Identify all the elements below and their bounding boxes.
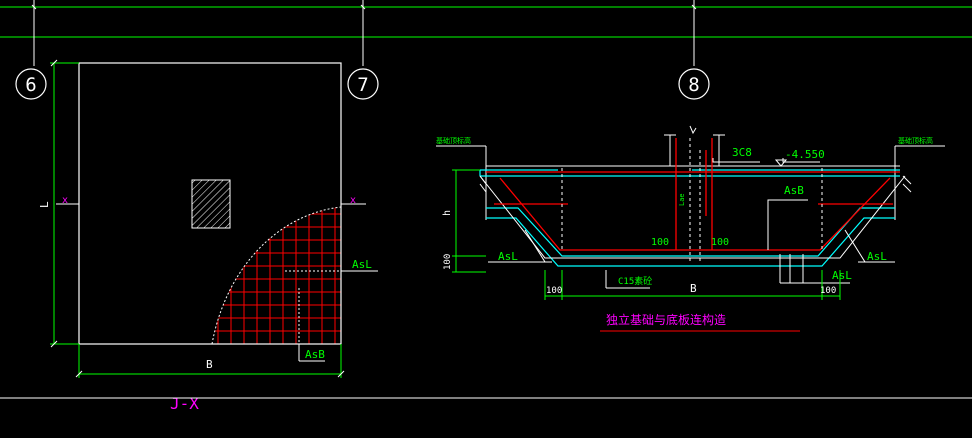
axis-bubble-7: 7	[347, 68, 379, 100]
axis-label-6: 6	[25, 74, 36, 96]
section-dim-100-br: 100	[820, 286, 836, 296]
plan-mark-right: x	[350, 195, 356, 206]
plan-mark-left: x	[62, 195, 68, 206]
plan-asb-label: AsB	[305, 348, 325, 361]
column-hatched	[191, 179, 231, 229]
elevation-triangle-icon	[774, 159, 788, 167]
section-elevation: -4.550	[785, 148, 825, 161]
plan-caption: J-X	[170, 394, 199, 413]
section-asl-left: AsL	[498, 250, 518, 263]
section-asb: AsB	[784, 184, 804, 197]
section-label-3cb: 3C8	[732, 146, 752, 159]
foundation-plan: AsL AsB x x L B J-X	[38, 59, 378, 413]
top-axis-lines	[0, 0, 972, 66]
axis-bubble-8: 8	[678, 68, 710, 100]
section-dim-100-right: 100	[711, 237, 729, 248]
section-tag-right: 基础顶标高	[898, 136, 933, 145]
section-lae: Lae	[678, 193, 686, 206]
axis-bubble-6: 6	[15, 68, 47, 100]
section-h: h	[442, 210, 453, 216]
plan-dim-L: L	[38, 201, 51, 208]
section-dim-100-left: 100	[651, 237, 669, 248]
section-c15: C15素砼	[618, 275, 652, 287]
section-dim-B: B	[690, 282, 697, 295]
axis-label-7: 7	[357, 74, 368, 96]
section-tag-left: 基础顶标高	[436, 136, 471, 145]
section-asl-bottom: AsL	[832, 269, 852, 282]
section-dim-100-bl: 100	[546, 286, 562, 296]
plan-dim-B: B	[206, 358, 213, 371]
section-caption: 独立基础与底板连构造	[606, 312, 726, 327]
foundation-section: 基础顶标高 基础顶标高	[436, 125, 945, 332]
section-asl-right: AsL	[867, 250, 887, 263]
axis-label-8: 8	[688, 74, 699, 96]
section-dim-100-vert: 100	[443, 254, 453, 270]
plan-asl-label: AsL	[352, 258, 372, 271]
